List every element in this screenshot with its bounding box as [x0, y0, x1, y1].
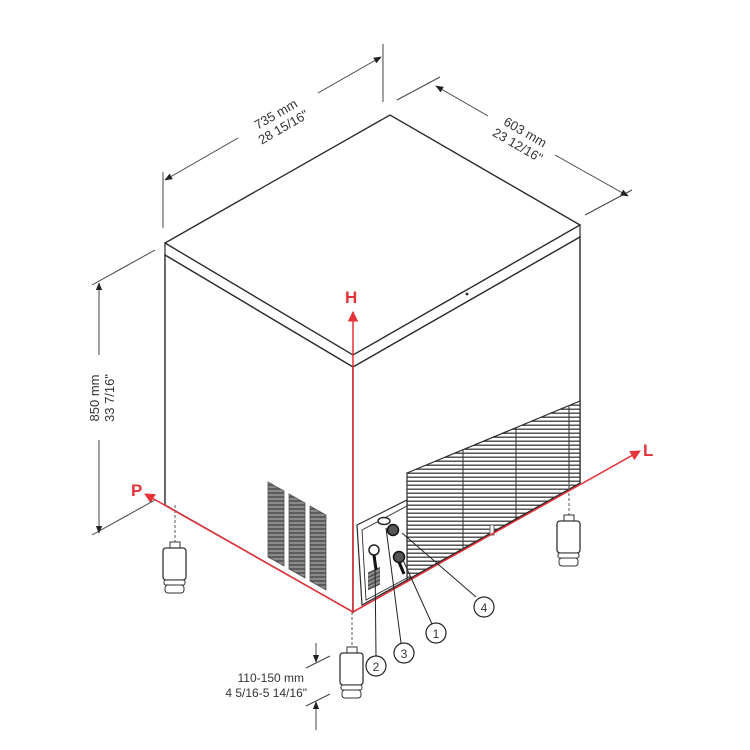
cabinet-body: [163, 114, 582, 614]
axis-label-p: P: [131, 481, 142, 500]
callout-4: 4: [473, 596, 495, 618]
axis-label-h: H: [345, 288, 357, 307]
svg-text:4: 4: [481, 601, 488, 615]
svg-text:2: 2: [373, 660, 380, 674]
feet-dimension-inch: 4 5/16-5 14/16": [225, 686, 307, 700]
svg-text:850 mm: 850 mm: [87, 375, 102, 422]
axis-p-line: [144, 493, 354, 613]
axis-label-l: L: [643, 441, 653, 460]
callout-2: 2: [365, 655, 387, 677]
dimension-height: 850 mm 33 7/16": [87, 249, 156, 536]
svg-text:3: 3: [401, 647, 408, 661]
dimension-feet: 110-150 mm 4 5/16-5 14/16": [225, 643, 331, 730]
foot-right: [556, 483, 581, 567]
axis-l-line: [352, 450, 641, 613]
side-vent-grille: [267, 481, 327, 591]
adjustable-feet: [162, 483, 581, 699]
feet-dimension-mm: 110-150 mm: [238, 671, 304, 685]
svg-text:1: 1: [433, 627, 440, 641]
water-inlet-connector: [386, 523, 400, 537]
connection-panel: [356, 499, 408, 606]
foot-left: [162, 505, 187, 594]
svg-text:33 7/16": 33 7/16": [102, 374, 117, 422]
axis-indicators: H L P: [131, 288, 653, 613]
callouts: 1 2 3 4: [365, 527, 495, 677]
oval-fitting-icon: [377, 516, 391, 526]
foot-front: [339, 612, 364, 699]
power-cord-connector: [368, 544, 380, 556]
callout-3: 3: [393, 642, 415, 664]
callout-1: 1: [425, 622, 447, 644]
